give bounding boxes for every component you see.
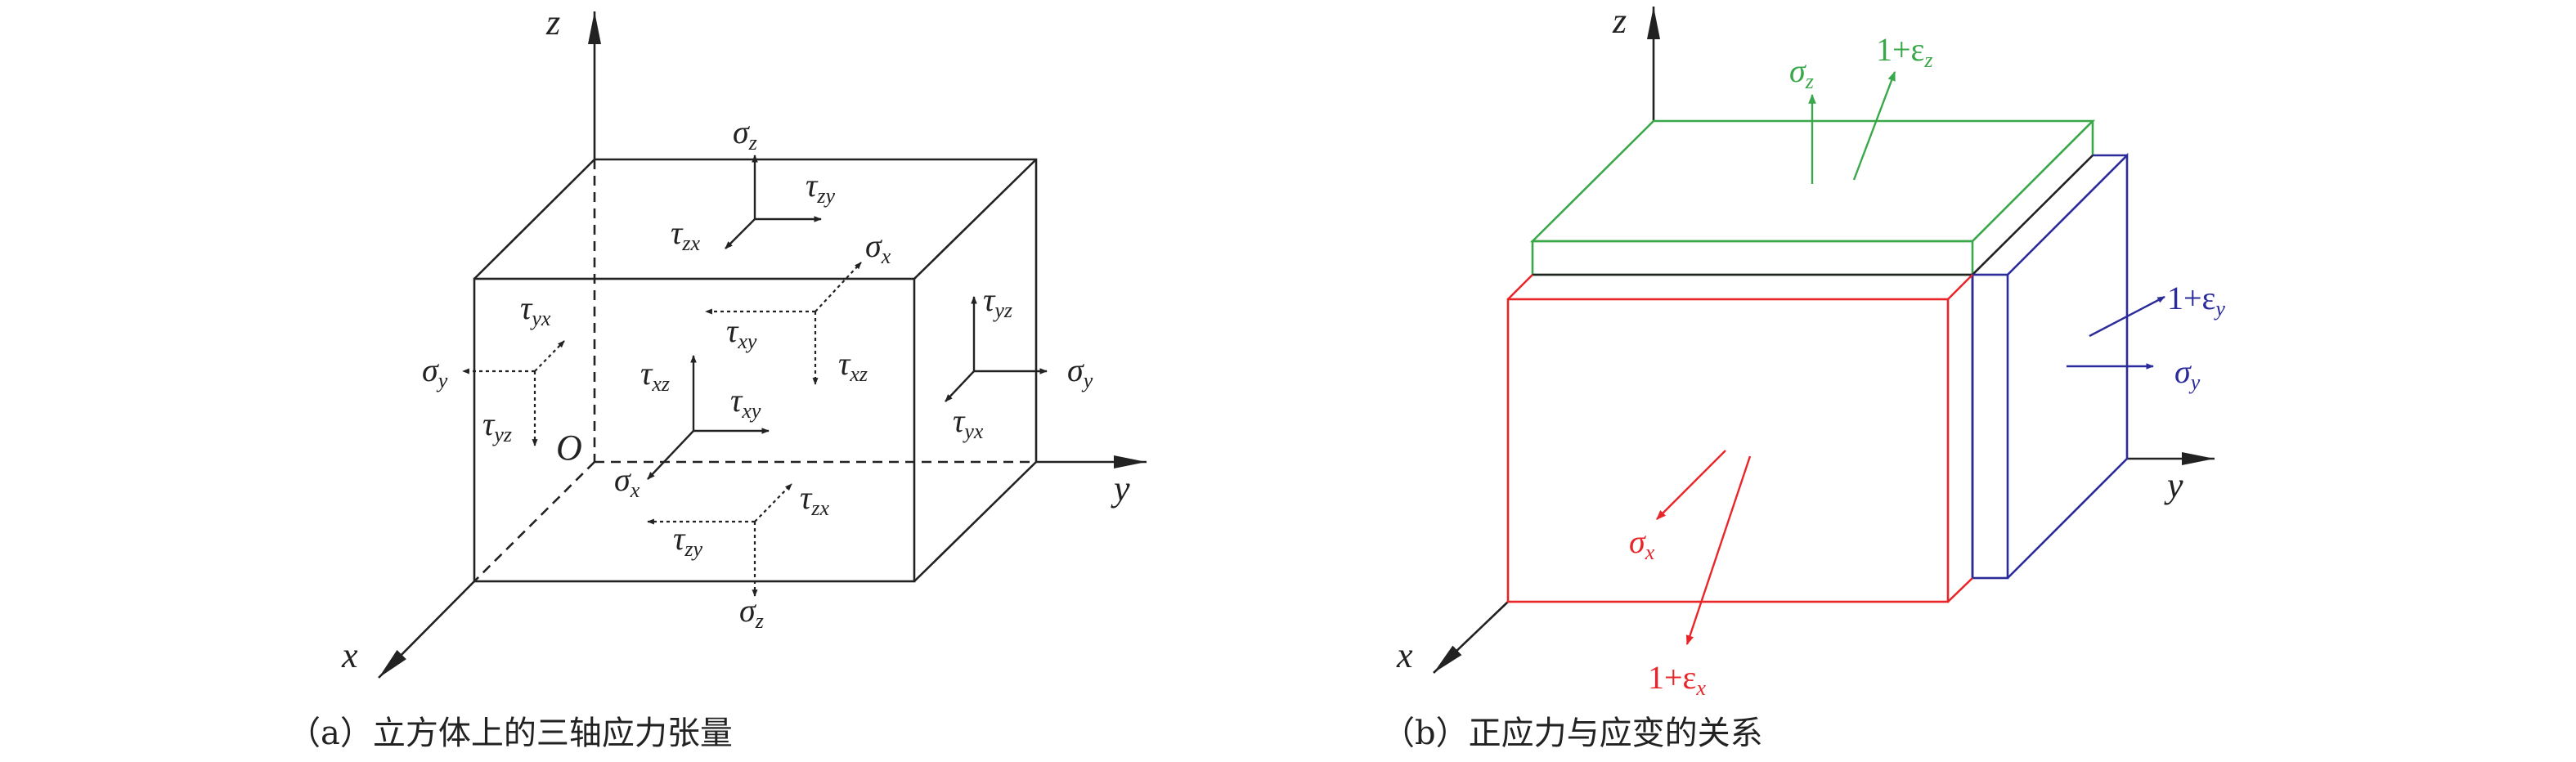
side-slab-face (2007, 152, 2129, 579)
cube-front-face (473, 277, 916, 583)
origin-label: O (556, 428, 582, 468)
z-axis-label: z (545, 2, 560, 43)
label-tau-zx-top: τzx (671, 214, 700, 255)
label-strain-z: 1+εz (1876, 31, 1932, 72)
front-slab-edge (1507, 274, 1533, 300)
label-tau-xz-back: τxz (838, 345, 868, 386)
label-sigma-y-left: σy (422, 352, 448, 392)
label-tau-yz-right: τyz (983, 281, 1012, 322)
y-axis-label: y (2164, 465, 2183, 505)
front-slab-face (1506, 298, 1950, 603)
label-strain-y: 1+εy (2167, 280, 2225, 320)
arrow-sigma-x-front (647, 430, 694, 480)
label-sigma-z-top: σz (733, 114, 757, 155)
front-slab-edge (1947, 274, 1973, 300)
label-tau-zy-bottom: τzy (673, 520, 702, 561)
arrow-tau-zx-bottom (754, 483, 792, 522)
x-axis-label: x (341, 635, 358, 675)
label-sigma-x: σx (1629, 523, 1655, 564)
caption-b: （b）正应力与应变的关系 (1382, 715, 1763, 752)
label-tau-xy-front: τxy (730, 382, 761, 423)
label-sigma-y: σy (2174, 353, 2201, 394)
arrow-strain-y (2089, 295, 2165, 338)
z-axis-label: z (1612, 1, 1627, 41)
label-strain-x: 1+εx (1648, 659, 1706, 700)
label-sigma-z: σz (1789, 52, 1814, 93)
arrow-tau-yx-left (534, 340, 565, 372)
label-tau-xz-front: τxz (640, 355, 670, 396)
caption-a: （a）立方体上的三轴应力张量 (288, 715, 733, 752)
arrow-tau-zx-top (725, 218, 756, 249)
arrow-tau-yx-right (945, 370, 975, 402)
cube-back-edges (473, 158, 1038, 582)
label-tau-xy-back: τxy (726, 312, 757, 353)
top-slab-front (1531, 240, 1974, 276)
front-slab-edge (1947, 577, 1973, 603)
y-axis-label: y (1111, 468, 1130, 509)
cube-edge (1972, 155, 2094, 276)
arrow-strain-z (1852, 70, 1896, 181)
hidden-edge (473, 461, 595, 582)
arrow-strain-x (1685, 455, 1752, 646)
x-axis (378, 580, 475, 679)
arrow-sigma-x (1656, 450, 1726, 520)
label-tau-zy-top: τzy (806, 167, 835, 208)
x-axis-label: x (1396, 635, 1413, 675)
label-sigma-x-front: σx (614, 461, 640, 502)
label-sigma-y-right: σy (1067, 352, 1093, 392)
label-tau-zx-bottom: τzx (800, 479, 829, 520)
arrow-sigma-x-back (815, 262, 862, 312)
x-axis (1433, 601, 1509, 674)
cube-edge (913, 159, 1037, 280)
label-sigma-z-bottom: σz (739, 592, 764, 633)
label-tau-yx-left: τyx (520, 289, 551, 330)
panel-a-cube: z y x O σz τzy τzx σx τxy τxz τxz τxy σx… (288, 2, 1147, 752)
label-tau-yx-right: τyx (953, 402, 984, 443)
panel-b-strain: z y x σz 1+εz 1+εy σy σx 1+εx （b）正应力与应变的… (1382, 1, 2225, 752)
label-sigma-x-back: σx (865, 227, 891, 268)
label-tau-yz-left: τyz (482, 406, 512, 446)
side-slab-front (1971, 273, 2009, 580)
